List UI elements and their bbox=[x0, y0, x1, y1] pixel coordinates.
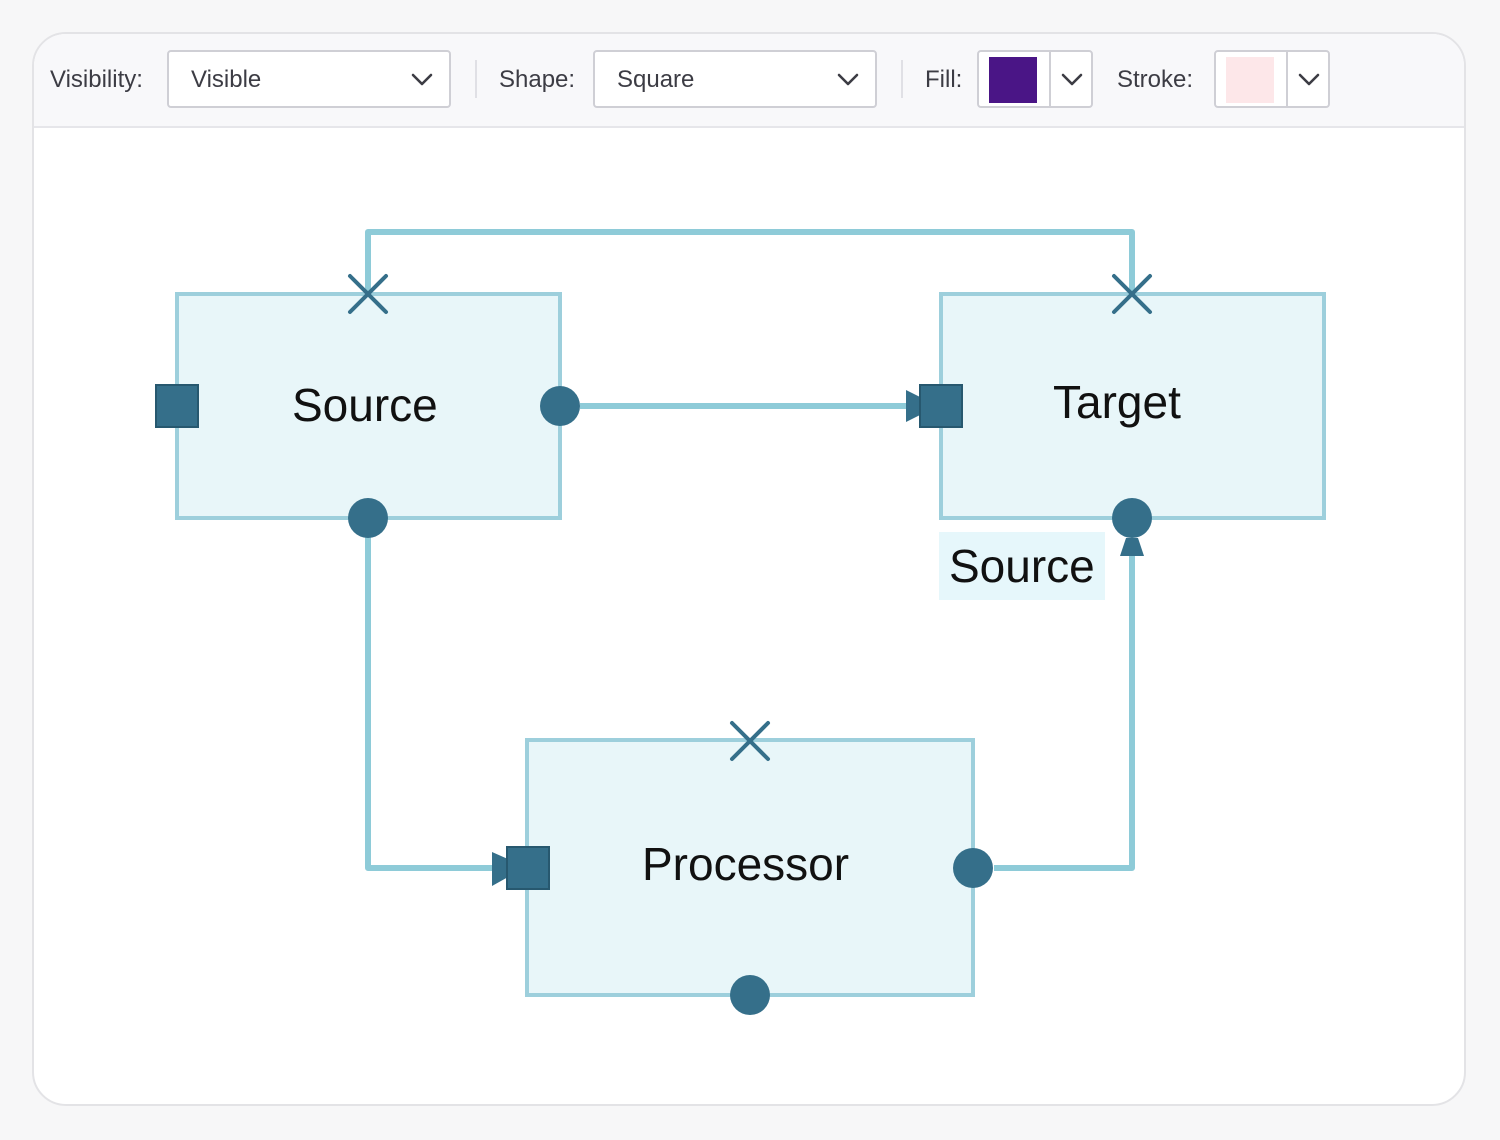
picker-divider bbox=[1286, 52, 1288, 106]
diagram-canvas[interactable] bbox=[34, 34, 1464, 1104]
chevron-down-icon[interactable] bbox=[1298, 73, 1320, 87]
chevron-down-icon bbox=[411, 73, 433, 86]
shape-value: Square bbox=[617, 66, 695, 93]
close-icon[interactable] bbox=[1112, 274, 1152, 314]
fill-color-swatch[interactable] bbox=[989, 57, 1037, 103]
stroke-label: Stroke: bbox=[1117, 66, 1194, 93]
fill-color-picker[interactable] bbox=[977, 50, 1093, 108]
connectors bbox=[365, 229, 1135, 871]
shape-select[interactable]: Square bbox=[593, 50, 877, 108]
node-processor-label: Processor bbox=[632, 830, 860, 898]
arrow-head-icon bbox=[492, 852, 510, 886]
port-circle[interactable] bbox=[348, 498, 388, 538]
chevron-down-icon[interactable] bbox=[1061, 73, 1083, 87]
arrow-head-icon bbox=[1120, 538, 1144, 556]
visibility-select[interactable]: Visible bbox=[167, 50, 451, 108]
port-circle[interactable] bbox=[953, 848, 993, 888]
port-square[interactable] bbox=[155, 384, 199, 428]
node-source-label: Source bbox=[282, 371, 448, 439]
port-circle[interactable] bbox=[540, 386, 580, 426]
chevron-down-icon bbox=[837, 73, 859, 86]
shape-label: Shape: bbox=[499, 66, 576, 93]
toolbar-divider bbox=[475, 60, 477, 98]
visibility-value: Visible bbox=[191, 66, 262, 93]
stroke-color-swatch[interactable] bbox=[1226, 57, 1274, 103]
connector-label: Source bbox=[939, 532, 1105, 600]
close-icon[interactable] bbox=[348, 274, 388, 314]
picker-divider bbox=[1049, 52, 1051, 106]
connector-processor-target[interactable] bbox=[994, 550, 1135, 871]
stroke-color-picker[interactable] bbox=[1214, 50, 1330, 108]
toolbar: Visibility: Visible Shape: Square Fill: … bbox=[34, 34, 1464, 128]
port-circle[interactable] bbox=[730, 975, 770, 1015]
port-square[interactable] bbox=[506, 846, 550, 890]
diagram-panel: Visibility: Visible Shape: Square Fill: … bbox=[32, 32, 1466, 1106]
fill-label: Fill: bbox=[925, 66, 963, 93]
visibility-label: Visibility: bbox=[50, 66, 143, 93]
port-square[interactable] bbox=[919, 384, 963, 428]
connector-source-target-top[interactable] bbox=[365, 229, 1135, 294]
port-circle[interactable] bbox=[1112, 498, 1152, 538]
connector-source-processor[interactable] bbox=[365, 519, 508, 871]
toolbar-divider bbox=[901, 60, 903, 98]
node-target-label: Target bbox=[1043, 368, 1191, 436]
close-icon[interactable] bbox=[730, 721, 770, 761]
